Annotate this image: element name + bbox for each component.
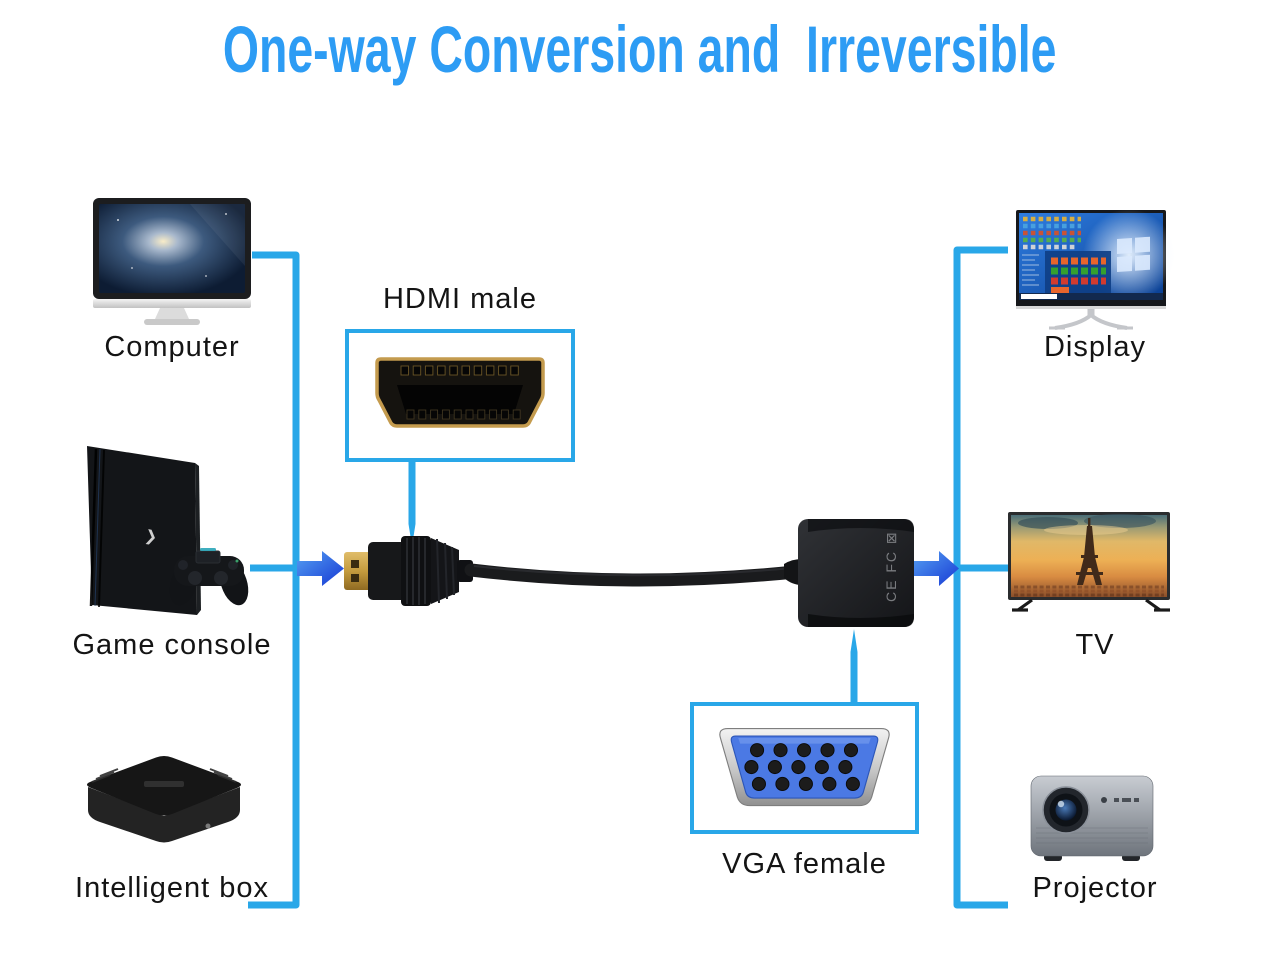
vga-female-label: VGA female xyxy=(722,848,887,880)
adapter-photo: CE FC ⊠ xyxy=(340,508,940,633)
hdmi-callout-box xyxy=(345,329,575,462)
intelligent-box-label: Intelligent box xyxy=(75,872,269,904)
page-title: One-way Conversion and Irreversible xyxy=(223,13,1057,87)
game-console-label: Game console xyxy=(72,629,272,661)
display-label: Display xyxy=(1043,331,1147,363)
svg-text:❯: ❯ xyxy=(143,527,158,546)
projector-icon xyxy=(1030,775,1154,861)
game-console-image: ❯ xyxy=(66,438,261,620)
tv-legs-icon xyxy=(1012,598,1170,612)
display-stand-icon xyxy=(1049,309,1133,330)
vga-callout-box xyxy=(690,702,919,834)
hdmi-male-photo xyxy=(375,357,545,428)
flatscreen-tv-icon xyxy=(1008,512,1170,600)
hdmi-male-label: HDMI male xyxy=(382,283,537,315)
eiffel-tower-icon xyxy=(1076,518,1103,585)
hdmi-plug-icon xyxy=(344,536,473,606)
left-arrow-icon xyxy=(297,551,344,586)
tv-image xyxy=(1008,512,1174,614)
vga-converter-body-icon: CE FC ⊠ xyxy=(784,519,914,627)
hdmi-connector-icon xyxy=(375,357,545,428)
dualshock-controller-icon xyxy=(169,548,249,606)
computer-image xyxy=(86,198,258,326)
imac-monitor-icon xyxy=(93,198,251,325)
tv-box-icon xyxy=(87,756,241,843)
computer-label: Computer xyxy=(104,331,240,363)
windows-monitor-icon xyxy=(1016,209,1175,309)
vga-callout-pointer xyxy=(850,629,858,704)
adapter-cable-icon xyxy=(464,563,802,587)
display-image xyxy=(1005,203,1175,331)
vga-connector-icon xyxy=(719,727,890,807)
vga-female-photo xyxy=(719,727,890,807)
certification-marks: CE FC ⊠ xyxy=(883,530,899,602)
projector-image xyxy=(1030,770,1156,864)
intelligent-box-image xyxy=(76,752,252,864)
tv-label: TV xyxy=(1075,629,1115,661)
projector-label: Projector xyxy=(1032,872,1158,904)
